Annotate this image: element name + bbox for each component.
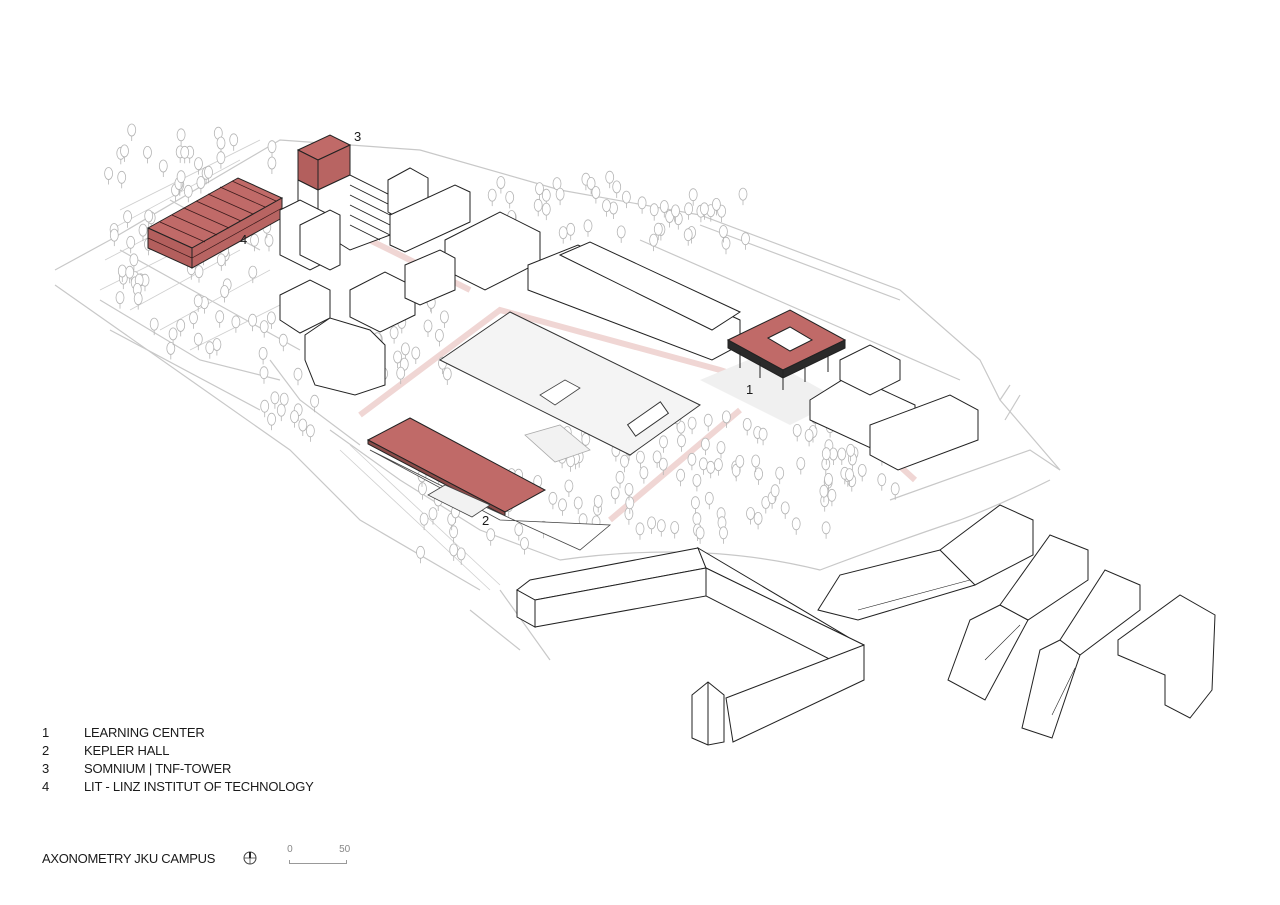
building-kepler-hall — [366, 417, 612, 551]
building-lit — [146, 177, 284, 269]
building-modern-east — [817, 504, 1216, 739]
other-buildings — [279, 167, 979, 471]
scale-bar: 0 50 — [287, 844, 357, 868]
building-historic — [516, 546, 865, 746]
legend-item: 4 LIT - LINZ INSTITUT OF TECHNOLOGY — [42, 778, 314, 796]
drawing-footer: AXONOMETRY JKU CAMPUS 0 50 — [42, 844, 357, 868]
legend-number: 4 — [42, 779, 50, 794]
marker-kepler-hall: 2 — [482, 513, 490, 528]
scale-start-label: 0 — [287, 844, 293, 855]
legend-label: LEARNING CENTER — [84, 725, 205, 740]
drawing-title: AXONOMETRY JKU CAMPUS — [42, 850, 216, 866]
scale-end-label: 50 — [339, 844, 351, 855]
central-plaza — [439, 311, 701, 463]
legend: 1 LEARNING CENTER 2 KEPLER HALL 3 SOMNIU… — [42, 724, 314, 796]
north-arrow-icon — [243, 851, 257, 865]
legend-number: 1 — [42, 725, 50, 740]
legend-label: KEPLER HALL — [84, 743, 170, 758]
legend-item: 1 LEARNING CENTER — [42, 724, 314, 742]
marker-somnium: 3 — [354, 129, 362, 144]
building-learning-center — [726, 309, 847, 390]
legend-item: 3 SOMNIUM | TNF-TOWER — [42, 760, 314, 778]
scale-line — [289, 860, 348, 864]
legend-number: 2 — [42, 743, 50, 758]
marker-lit: 4 — [240, 232, 248, 247]
legend-label: SOMNIUM | TNF-TOWER — [84, 761, 232, 776]
legend-label: LIT - LINZ INSTITUT OF TECHNOLOGY — [84, 779, 314, 794]
legend-number: 3 — [42, 761, 50, 776]
legend-item: 2 KEPLER HALL — [42, 742, 314, 760]
marker-learning-center: 1 — [746, 382, 754, 397]
